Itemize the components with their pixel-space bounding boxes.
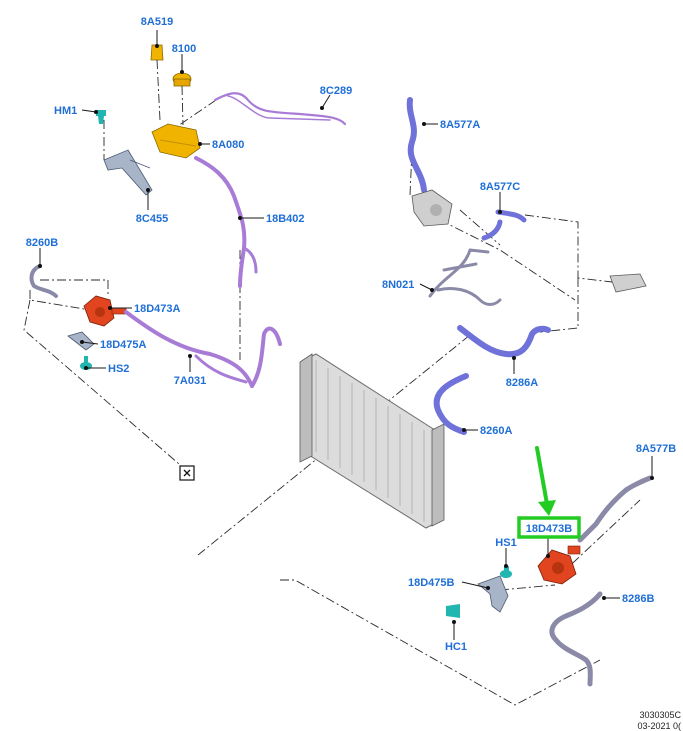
radiator <box>299 353 445 529</box>
pressure-cap-8100 <box>172 72 192 126</box>
label-8a577c: 8A577C <box>480 181 520 193</box>
label-8a519: 8A519 <box>141 16 173 28</box>
label-8100: 8100 <box>172 43 196 55</box>
pump-18d473b <box>537 545 581 585</box>
label-8260a: 8260A <box>480 425 512 437</box>
label-18d475b: 18D475B <box>408 577 455 589</box>
sensor-connector-right <box>609 273 647 293</box>
hose-8n021 <box>428 248 502 306</box>
degas-reservoir-8a080 <box>151 123 201 159</box>
label-18b402: 18B402 <box>266 213 305 225</box>
label-8286a: 8286A <box>506 377 538 389</box>
highlight-arrow <box>535 446 556 516</box>
label-hm1: HM1 <box>54 105 77 117</box>
reference-marker-box <box>179 465 195 481</box>
hose-8260b <box>29 264 58 298</box>
label-8c289: 8C289 <box>320 85 352 97</box>
label-8286b: 8286B <box>622 593 654 605</box>
bleed-cap-8a519 <box>150 44 164 121</box>
label-8a577b: 8A577B <box>636 443 676 455</box>
fastener-hm1 <box>96 110 106 124</box>
bracket-18d475b <box>477 575 509 613</box>
hose-8a577c <box>481 209 527 241</box>
label-8a080: 8A080 <box>212 139 244 151</box>
label-8a577a: 8A577A <box>440 119 480 131</box>
bracket-8c455 <box>103 149 153 196</box>
figure-date: 03-2021 0( <box>637 721 681 731</box>
hose-7a031 <box>124 310 282 388</box>
hose-8c289 <box>213 92 347 126</box>
hose-8a577a <box>406 97 427 193</box>
label-8260b: 8260B <box>26 237 58 249</box>
pump-18d473a <box>83 295 127 327</box>
highlight-box-18d473b <box>517 516 581 539</box>
hose-8a577b <box>577 475 653 543</box>
leader-lines <box>39 30 653 640</box>
label-hc1: HC1 <box>445 641 467 653</box>
hose-8260a <box>433 373 469 435</box>
label-18d473a: 18D473A <box>134 303 181 315</box>
hose-8286b <box>549 591 603 687</box>
label-hs2: HS2 <box>108 363 129 375</box>
label-8n021: 8N021 <box>382 279 414 291</box>
hose-18b402 <box>194 156 258 288</box>
label-7a031: 7A031 <box>174 375 206 387</box>
figure-code: 3030305C <box>639 710 681 720</box>
label-hs1: HS1 <box>495 537 516 549</box>
label-18d475a: 18D475A <box>100 339 147 351</box>
leader-dots <box>38 44 654 624</box>
hose-8286a <box>457 325 551 358</box>
fastener-hs1 <box>500 566 512 578</box>
fastener-hc1 <box>446 604 460 618</box>
label-18d473b: 18D473B <box>526 523 573 535</box>
part-labels: 8A519 8100 8C289 HM1 8A080 18B402 8C455 … <box>26 16 676 653</box>
thermostat-housing <box>411 189 453 227</box>
label-8c455: 8C455 <box>136 213 168 225</box>
